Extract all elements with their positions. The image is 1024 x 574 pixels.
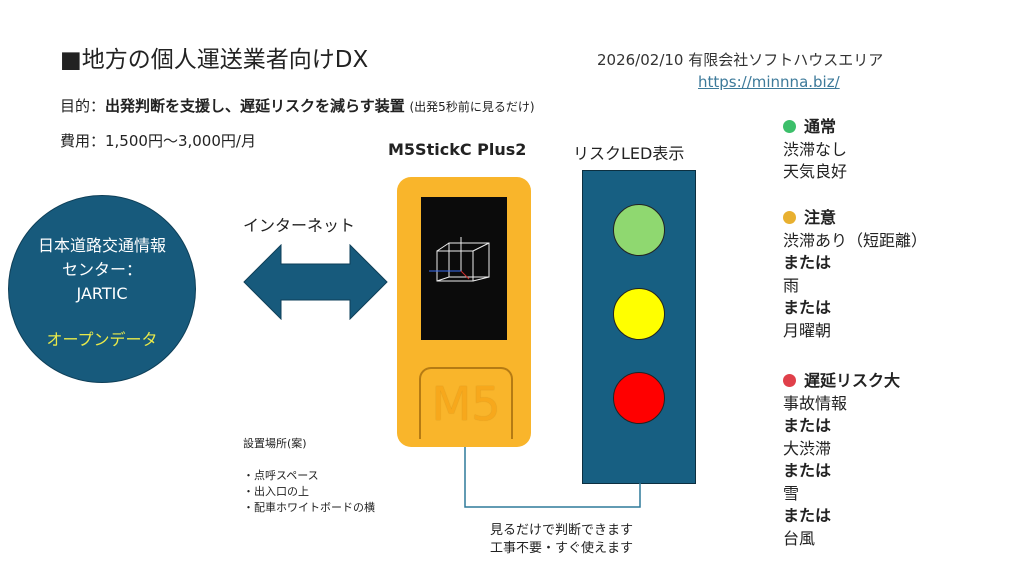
- m5stick-device: M5: [397, 177, 531, 447]
- legend-line: または: [783, 298, 832, 317]
- legend-caution: 注意渋滞あり（短距離）または雨または月曜朝: [783, 207, 927, 342]
- legend-line: 渋滞なし: [783, 139, 848, 159]
- legend-title-text: 通常: [804, 117, 837, 136]
- slide-title: ■地方の個人運送業者向けDX: [60, 47, 369, 73]
- date-company: 2026/02/10 有限会社ソフトハウスエリア: [597, 51, 884, 69]
- open-data-label: オープンデータ: [46, 330, 158, 349]
- led-yellow: [613, 288, 665, 340]
- placement-item: ・配車ホワイトボードの横: [243, 501, 375, 514]
- legend-line: 事故情報: [783, 393, 848, 413]
- placement-title: 設置場所(案): [243, 437, 307, 450]
- double-arrow-icon: [243, 244, 388, 320]
- legend-line: または: [783, 461, 832, 480]
- led-green: [613, 204, 665, 256]
- legend-line: または: [783, 416, 832, 435]
- connection-line: [464, 447, 641, 508]
- note-line: 工事不要・すぐ使えます: [490, 541, 634, 556]
- jartic-circle: 日本道路交通情報センター：JARTIC オープンデータ: [8, 195, 196, 383]
- placement-list: 設置場所(案) ・点呼スペース ・出入口の上 ・配車ホワイトボードの横: [243, 436, 375, 516]
- legend-title: 遅延リスク大: [783, 370, 900, 393]
- legend-line: 大渋滞: [783, 438, 832, 458]
- note: 見るだけで判断できます 工事不要・すぐ使えます: [490, 522, 633, 558]
- legend-line: 天気良好: [783, 162, 848, 181]
- m5-button: M5: [419, 367, 513, 439]
- status-dot-icon: [783, 374, 796, 387]
- legend-line: 雨: [783, 275, 800, 295]
- purpose-sub: (出発5秒前に見るだけ): [409, 100, 535, 114]
- placement-item: ・点呼スペース: [243, 469, 319, 482]
- legend-line: 月曜朝: [783, 320, 832, 340]
- led-label: リスクLED表示: [573, 144, 685, 163]
- cost: 費用：1,500円～3,000円/月: [60, 132, 256, 150]
- legend-title: 注意: [783, 207, 927, 230]
- website-link[interactable]: https://minnna.biz/: [698, 73, 840, 91]
- led-red: [613, 372, 665, 424]
- cube-icon: [429, 237, 490, 282]
- legend-title: 通常: [783, 116, 847, 139]
- legend-title-text: 注意: [804, 208, 837, 227]
- device-screen: [421, 197, 507, 340]
- legend-line: または: [783, 506, 832, 525]
- purpose-main: 出発判断を支援し、遅延リスクを減らす装置: [105, 97, 405, 115]
- legend-line: または: [783, 253, 832, 272]
- legend-normal: 通常渋滞なし天気良好: [783, 116, 847, 184]
- legend-line: 渋滞あり（短距離）: [783, 230, 928, 250]
- legend-title-text: 遅延リスク大: [804, 371, 901, 390]
- device-label: M5StickC Plus2: [388, 140, 527, 159]
- legend-line: 台風: [783, 528, 816, 548]
- note-line: 見るだけで判断できます: [490, 523, 634, 538]
- source-name: 日本道路交通情報センター：JARTIC: [37, 236, 166, 303]
- legend-line: 雪: [783, 483, 800, 503]
- placement-item: ・出入口の上: [243, 485, 309, 498]
- internet-label: インターネット: [243, 216, 356, 235]
- purpose: 目的：出発判断を支援し、遅延リスクを減らす装置 (出発5秒前に見るだけ): [60, 95, 535, 116]
- purpose-label: 目的：: [60, 97, 106, 115]
- legend-high-risk: 遅延リスク大事故情報または大渋滞または雪または台風: [783, 370, 900, 550]
- status-dot-icon: [783, 120, 796, 133]
- led-panel: [582, 170, 696, 484]
- status-dot-icon: [783, 211, 796, 224]
